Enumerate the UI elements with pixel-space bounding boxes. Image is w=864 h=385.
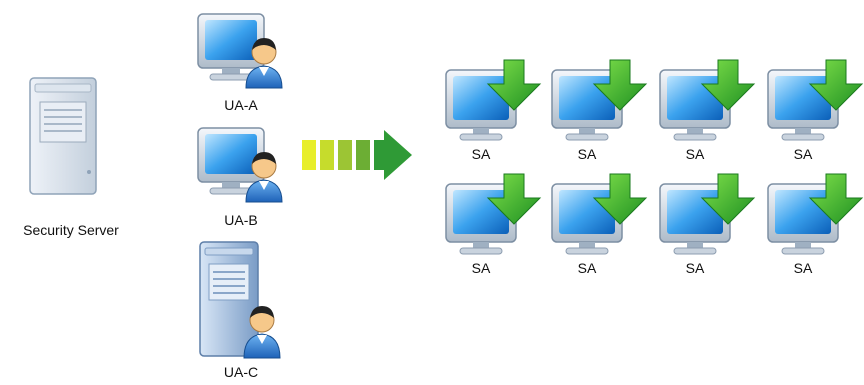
security-agent-label: SA (577, 260, 597, 276)
ua-b-label: UA-B (224, 212, 258, 228)
security-agent (550, 58, 652, 144)
workstation-user-icon (197, 13, 283, 89)
monitor-download-icon (659, 59, 756, 141)
monitor-download-icon (445, 173, 542, 255)
security-agent-label: SA (471, 146, 491, 162)
ua-c-label: UA-C (223, 364, 259, 380)
update-agent-ua-b (196, 126, 296, 204)
gradient-arrow-icon (302, 130, 412, 180)
security-server (22, 76, 104, 198)
update-agent-ua-a (196, 12, 296, 90)
security-agent (550, 172, 652, 258)
security-agent (444, 58, 546, 144)
security-agent-label: SA (793, 146, 813, 162)
server-user-icon (199, 241, 281, 359)
security-agent (766, 172, 864, 258)
update-agent-ua-c (196, 240, 296, 360)
security-agent (444, 172, 546, 258)
workstation-user-icon (197, 127, 283, 203)
security-agent (766, 58, 864, 144)
security-agent-label: SA (793, 260, 813, 276)
monitor-download-icon (659, 173, 756, 255)
monitor-download-icon (767, 59, 864, 141)
security-agent (658, 58, 760, 144)
security-agent-label: SA (471, 260, 491, 276)
security-agent-label: SA (685, 260, 705, 276)
monitor-download-icon (445, 59, 542, 141)
security-agent-label: SA (577, 146, 597, 162)
monitor-download-icon (767, 173, 864, 255)
security-agent (658, 172, 760, 258)
ua-a-label: UA-A (224, 97, 258, 113)
monitor-download-icon (551, 173, 648, 255)
server-tower-icon (29, 77, 97, 195)
security-agent-label: SA (685, 146, 705, 162)
distribution-arrow (300, 128, 416, 184)
monitor-download-icon (551, 59, 648, 141)
security-server-label: Security Server (23, 222, 119, 238)
